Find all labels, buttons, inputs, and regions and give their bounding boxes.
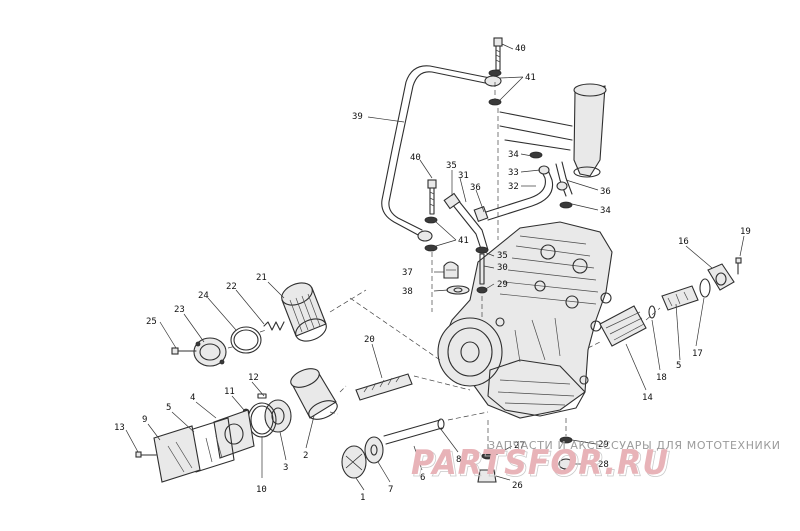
callout-40-top: 40	[515, 44, 526, 54]
callout-25: 25	[146, 317, 157, 327]
callout-27: 27	[514, 441, 525, 451]
callout-28: 28	[598, 460, 609, 470]
screen-20	[355, 373, 413, 401]
callout-4: 4	[190, 393, 195, 403]
callout-10: 10	[256, 485, 267, 495]
frame-tube	[497, 83, 607, 240]
callout-19: 19	[740, 227, 751, 237]
callout-6: 6	[420, 473, 425, 483]
callout-26: 26	[512, 481, 523, 491]
o-ring-24	[230, 326, 262, 354]
callout-32: 32	[508, 182, 519, 192]
banjo-bolt-40-lower	[424, 179, 438, 252]
filter-element-14	[599, 305, 647, 347]
callout-37: 37	[402, 268, 413, 278]
watermark: ЗАПЧАСТИ И АКСЕССУАРЫ ДЛЯ МОТОТЕХНИКИ PA…	[411, 439, 781, 485]
spring-5	[661, 285, 699, 311]
cap-37	[443, 261, 470, 295]
callout-13: 13	[114, 423, 125, 433]
callout-31: 31	[458, 171, 469, 181]
callout-12: 12	[248, 373, 259, 383]
pump-plate-4	[213, 409, 255, 459]
callout-36-right: 36	[600, 187, 611, 197]
callout-29-mid: 29	[497, 280, 508, 290]
callout-38: 38	[402, 287, 413, 297]
callout-23: 23	[174, 305, 185, 315]
pump-cover-9	[153, 425, 201, 483]
watermark-brand-outline: PARTSFOR.RU	[413, 445, 671, 485]
leader-lines	[125, 43, 745, 491]
shaft-8	[383, 418, 445, 445]
callout-2: 2	[303, 451, 308, 461]
callout-35-top: 35	[446, 161, 457, 171]
callout-41-lower: 41	[458, 236, 469, 246]
callout-33: 33	[508, 168, 519, 178]
bolt-19	[735, 257, 742, 275]
callout-22: 22	[226, 282, 237, 292]
callout-8: 8	[456, 455, 461, 465]
gear-1	[341, 445, 367, 479]
bolt-13	[135, 451, 157, 458]
callout-40-lower: 40	[410, 153, 421, 163]
callout-18: 18	[656, 373, 667, 383]
watermark-brand: PARTSFOR.RU	[411, 443, 669, 483]
callout-labels: 40 41 39 34 33 32 36 34 40 35 31 36 41 3…	[114, 44, 751, 503]
callout-16: 16	[678, 237, 689, 247]
engine-block	[437, 221, 613, 419]
callout-11: 11	[224, 387, 235, 397]
filter-cover-23	[193, 337, 227, 367]
callout-1: 1	[360, 493, 365, 503]
callout-17: 17	[692, 349, 703, 359]
cap-16	[707, 263, 735, 291]
callout-7: 7	[388, 485, 393, 495]
oil-filter-21	[281, 282, 327, 342]
callout-30: 30	[497, 263, 508, 273]
o-ring-18	[648, 305, 656, 319]
spring-22	[263, 321, 285, 331]
callout-14: 14	[642, 393, 653, 403]
callout-36-left: 36	[470, 183, 481, 193]
callout-20: 20	[364, 335, 375, 345]
callout-5-right: 5	[676, 361, 681, 371]
oil-pipes	[443, 151, 573, 253]
callout-5: 5	[166, 403, 171, 413]
callout-3: 3	[283, 463, 288, 473]
callout-34-top: 34	[508, 150, 519, 160]
callout-39: 39	[352, 112, 363, 122]
callout-34-right: 34	[600, 206, 611, 216]
bolt-25	[171, 347, 197, 355]
callout-21: 21	[256, 273, 267, 283]
watermark-caption: ЗАПЧАСТИ И АКСЕССУАРЫ ДЛЯ МОТОТЕХНИКИ	[488, 439, 781, 452]
drain-plugs	[477, 418, 574, 483]
callout-24: 24	[198, 291, 209, 301]
callout-41-top: 41	[525, 73, 536, 83]
callout-35-mid: 35	[497, 251, 508, 261]
callout-29-low: 29	[598, 440, 609, 450]
banjo-bolt-40-top	[488, 37, 503, 106]
oil-line-39	[381, 65, 502, 242]
callout-9: 9	[142, 415, 147, 425]
washer-7	[364, 436, 384, 464]
o-ring-17	[699, 278, 711, 298]
pump-housing-2	[290, 368, 338, 420]
fitting-30	[431, 246, 489, 320]
